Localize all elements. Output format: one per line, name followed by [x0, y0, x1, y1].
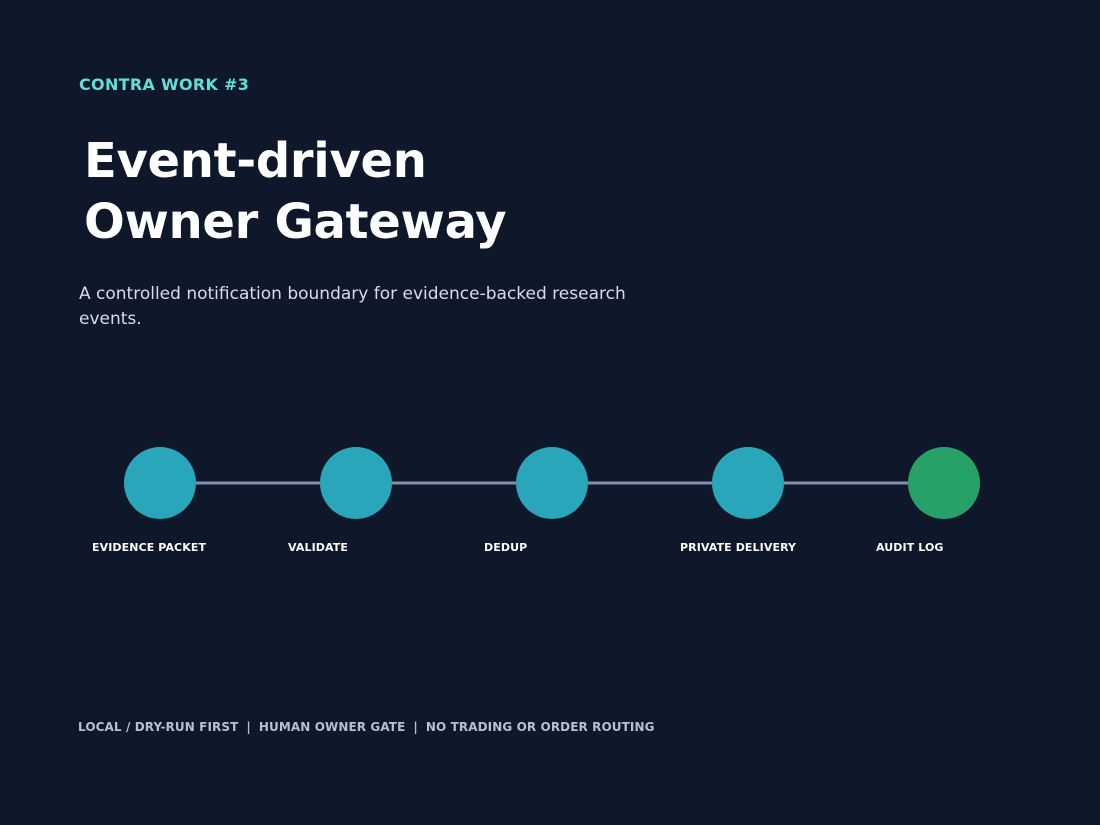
pipeline-step-node-3: [516, 447, 588, 519]
pipeline-step-label-3: DEDUP: [484, 541, 528, 554]
pipeline-step-label-2: VALIDATE: [288, 541, 348, 554]
pipeline-step-node-2: [320, 447, 392, 519]
page-subtitle: A controlled notification boundary for e…: [79, 284, 626, 329]
page-title-line-2: Owner Gateway: [84, 194, 507, 250]
pipeline-step-label-4: PRIVATE DELIVERY: [680, 541, 797, 554]
pipeline-diagram: [124, 447, 980, 519]
footer-principles: LOCAL / DRY-RUN FIRST | HUMAN OWNER GATE | N…: [78, 720, 655, 734]
footer-item-human-owner-gate: HUMAN OWNER GATE: [258, 720, 406, 734]
pipeline-step-node-1: [124, 447, 196, 519]
pipeline-step-node-5: [908, 447, 980, 519]
footer-separator: |: [413, 720, 418, 734]
eyebrow-label: CONTRA WORK #3: [79, 75, 250, 94]
footer-item-no-trading: NO TRADING OR ORDER ROUTING: [425, 720, 655, 734]
pipeline-step-label-5: AUDIT LOG: [876, 541, 944, 554]
page-title-line-1: Event-driven: [84, 133, 427, 189]
pipeline-nodes: [124, 447, 980, 519]
page-title: Event-driven Owner Gateway: [84, 131, 507, 253]
footer-item-local-dry-run: LOCAL / DRY-RUN FIRST: [78, 720, 239, 734]
footer-separator: |: [246, 720, 251, 734]
pipeline-step-node-4: [712, 447, 784, 519]
pipeline-step-label-1: EVIDENCE PACKET: [92, 541, 207, 554]
